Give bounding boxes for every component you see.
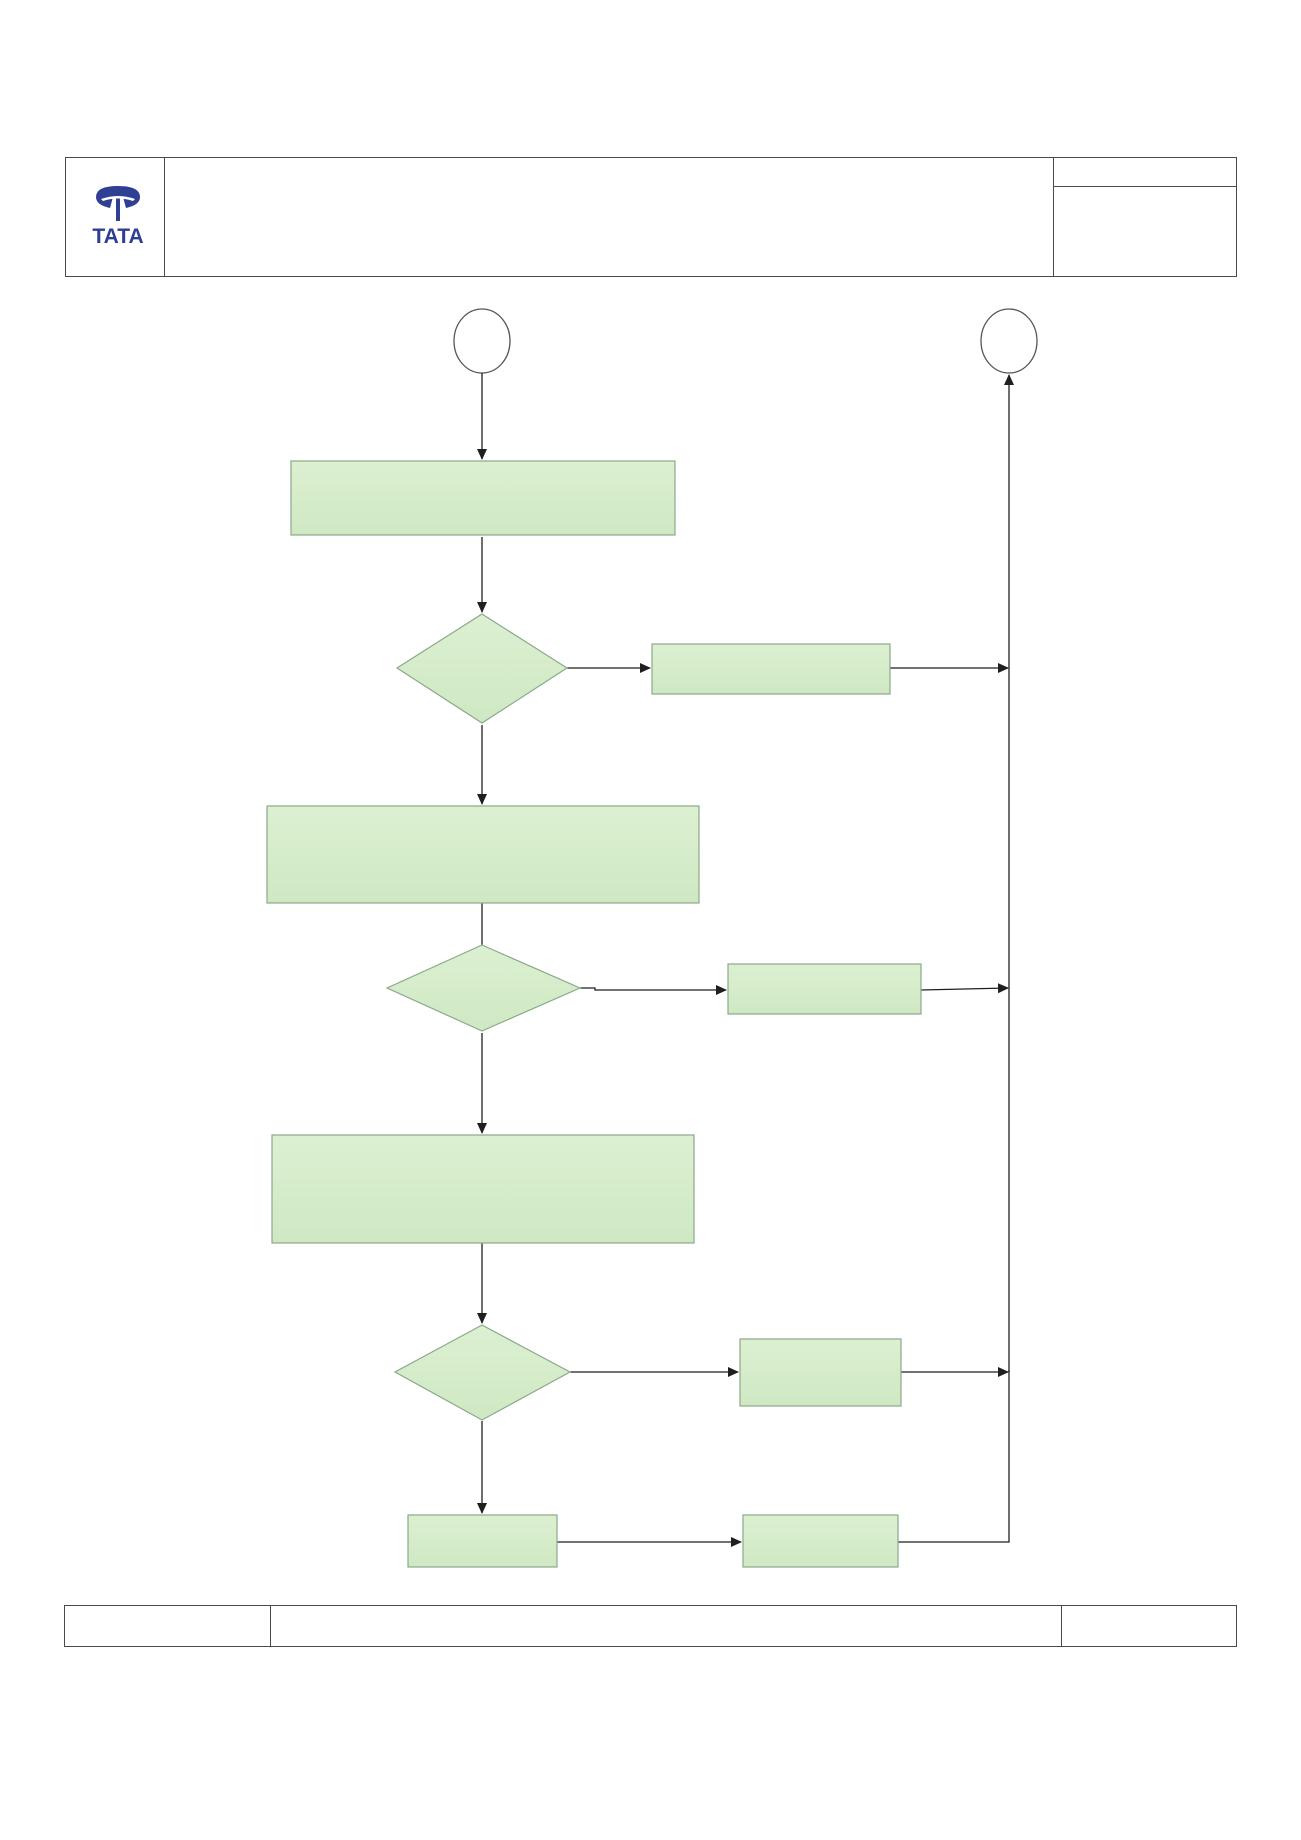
footer-right-cell	[1061, 1605, 1237, 1647]
logo-icon	[96, 186, 140, 221]
action-box-1	[651, 643, 891, 695]
process-box-4	[407, 1514, 558, 1568]
process-box-2	[266, 805, 700, 904]
action-box-4	[742, 1514, 899, 1568]
header-revision-cell	[1053, 186, 1237, 277]
action-box-3	[739, 1338, 902, 1407]
arrow-action-2-to-return	[920, 983, 1009, 994]
decision-diamond-3	[393, 1324, 572, 1421]
line-action-4-to-return	[898, 1370, 1010, 1543]
decision-diamond-1	[395, 613, 569, 724]
logo-text: TATA	[92, 225, 144, 248]
arrow-decision-2-to-action-2	[580, 985, 727, 995]
action-box-2	[727, 963, 922, 1015]
end-connector	[980, 308, 1038, 374]
footer-left-cell	[64, 1605, 271, 1647]
process-box-1	[290, 460, 676, 536]
decision-diamond-2	[385, 944, 582, 1032]
start-connector	[453, 308, 511, 374]
process-box-3	[271, 1134, 695, 1244]
